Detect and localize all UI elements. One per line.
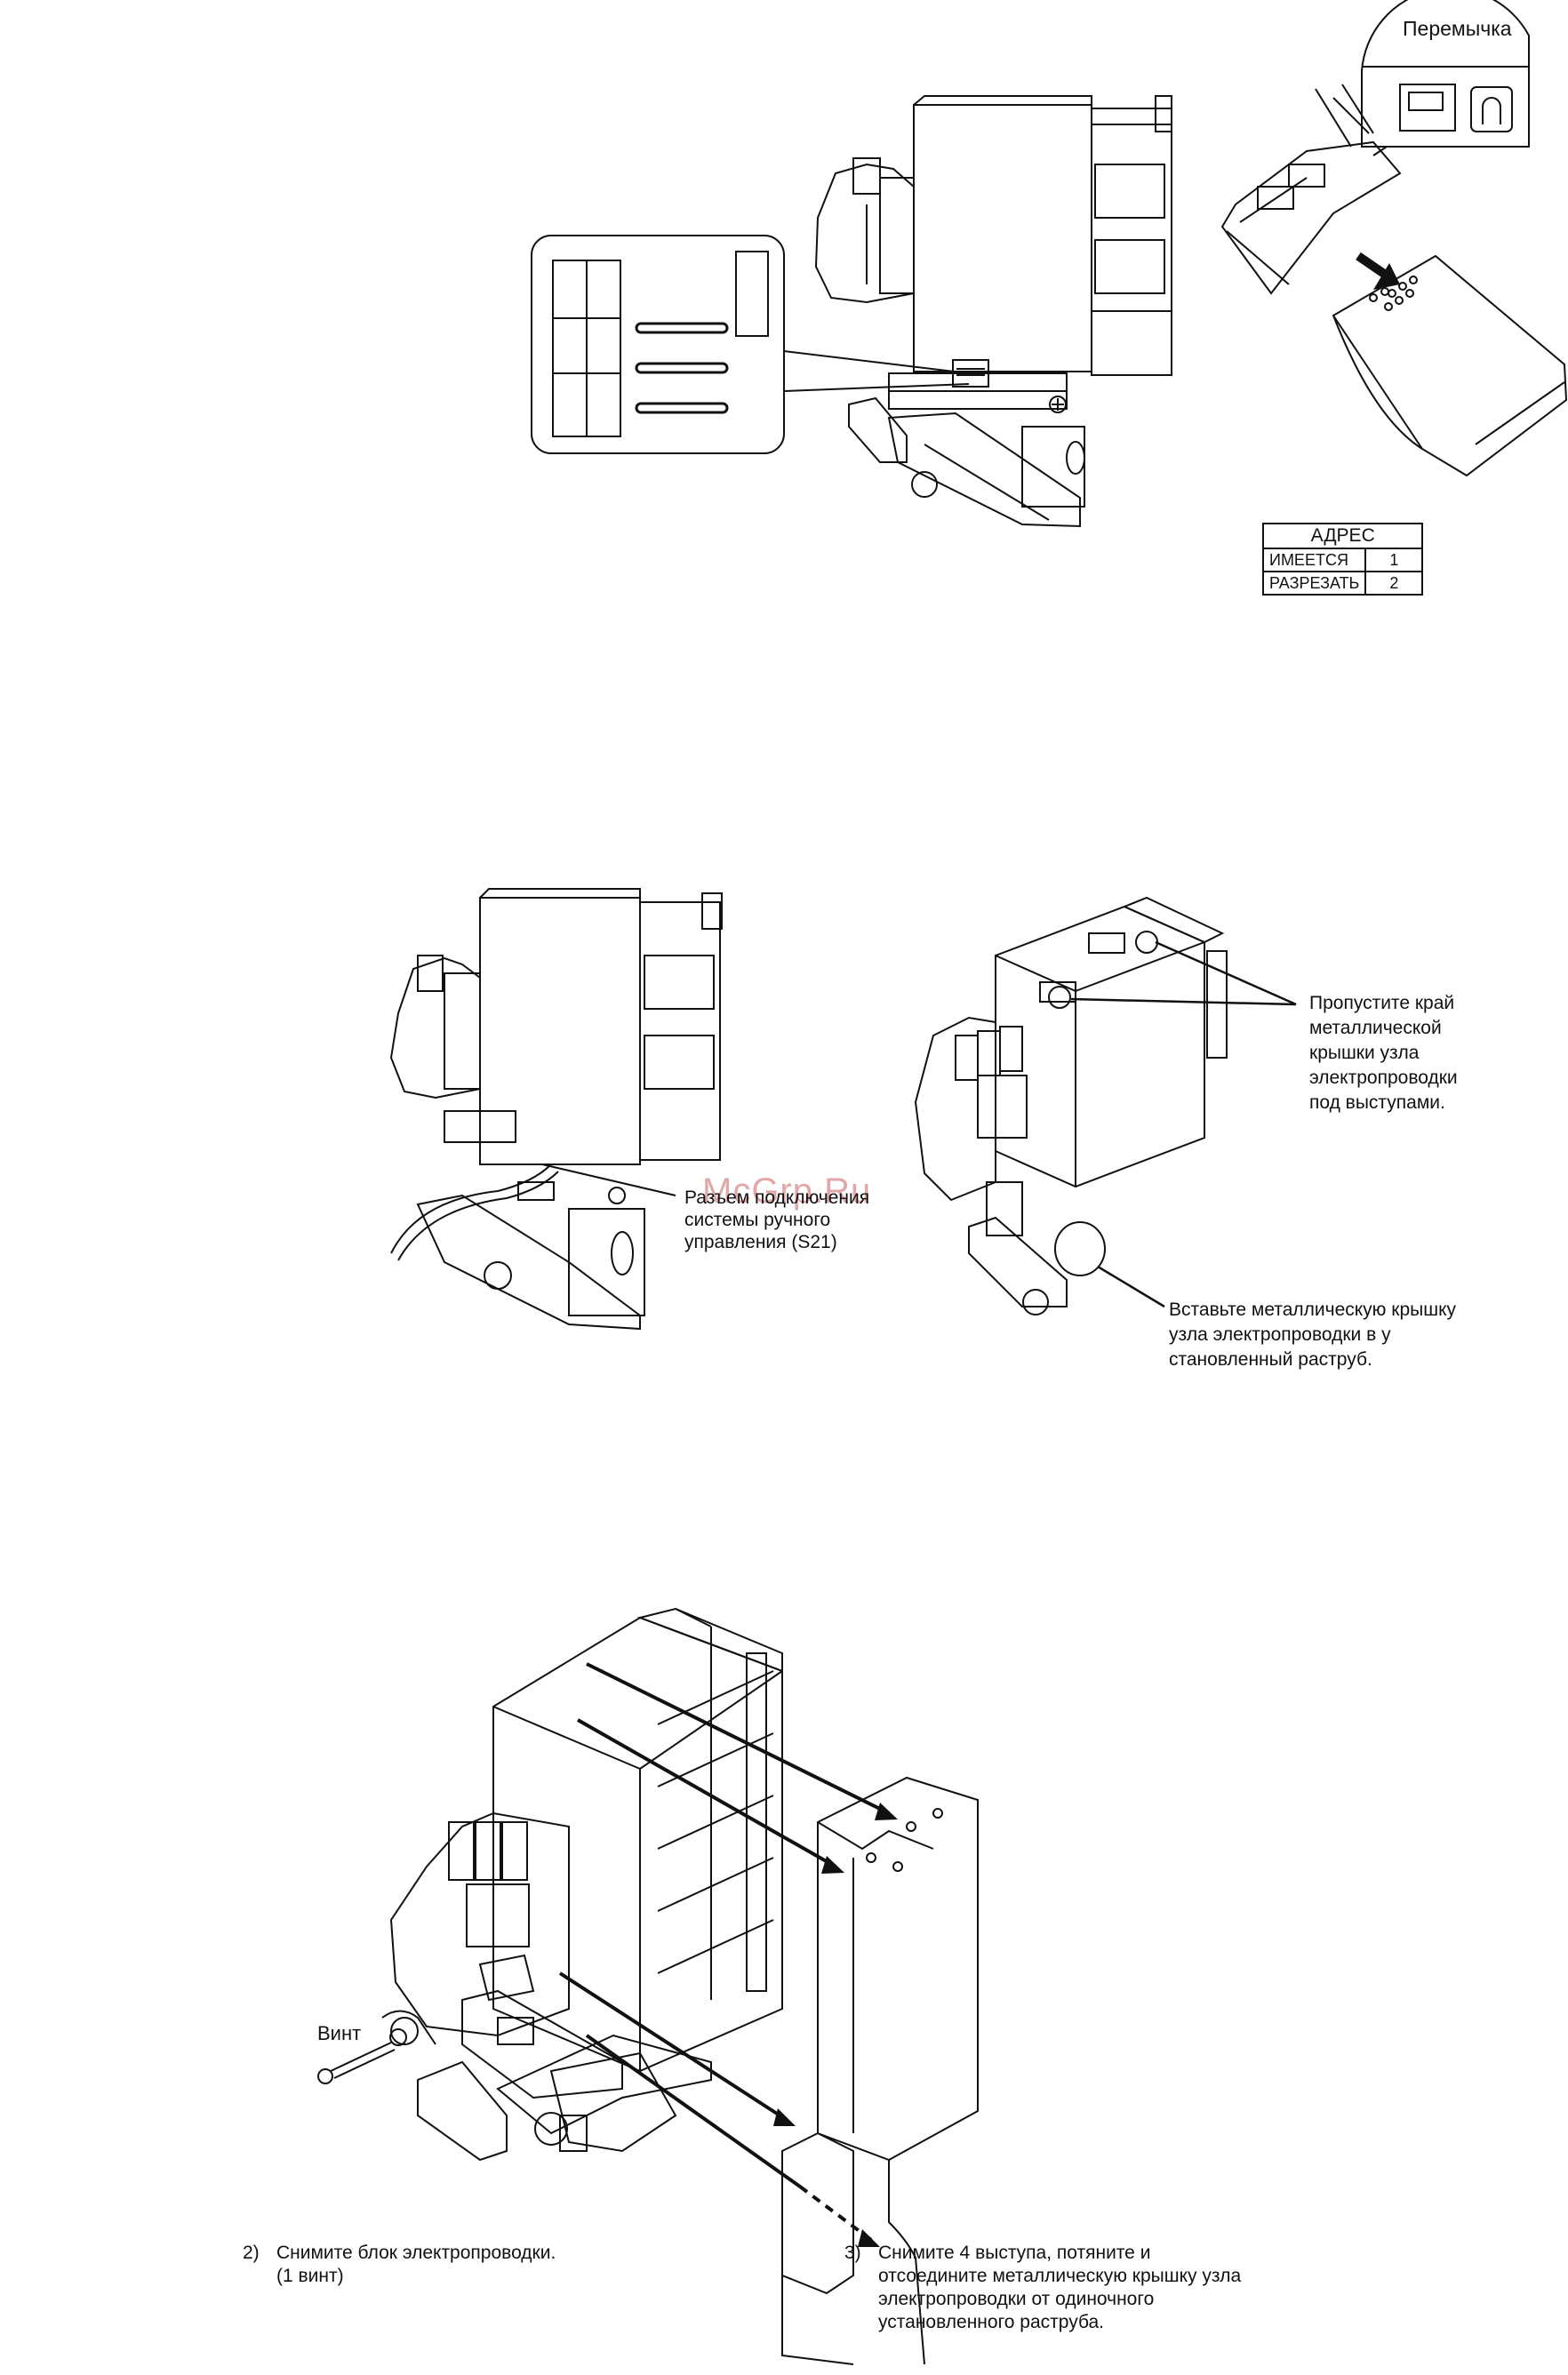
step-number: 2) [243, 2243, 260, 2263]
screw-head [389, 2028, 407, 2046]
step-text: (1 винт) [276, 2266, 344, 2286]
step-text: электропроводки от одиночного [878, 2289, 1155, 2309]
address-row-value: 1 [1364, 548, 1424, 572]
jumper-zoom-circle [1361, 0, 1530, 148]
address-row-label: ИМЕЕТСЯ [1261, 548, 1367, 572]
zoom-callout-box [531, 235, 785, 454]
address-row-label: РАЗРЕЗАТЬ [1261, 571, 1367, 596]
arrows [558, 1662, 890, 2242]
pass-edge-note: Пропустите край металлической крышки узл… [1309, 993, 1458, 1113]
step-text: Снимите блок электропроводки. [276, 2243, 556, 2263]
step-3: 3) Снимите 4 выступа, потяните и отсоедин… [844, 2242, 1241, 2334]
address-table: АДРЕС ИМЕЕТСЯ 1 РАЗРЕЗАТЬ 2 [1261, 523, 1424, 596]
sleeve-circle [1054, 1221, 1106, 1276]
jumper-label: Перемычка [1403, 17, 1512, 40]
step-number: 3) [844, 2243, 861, 2263]
step-text: установленного раструба. [878, 2312, 1105, 2332]
step-text: Снимите 4 выступа, потяните и [878, 2243, 1151, 2263]
step-2: 2) Снимите блок электропроводки. (1 винт) [243, 2242, 556, 2288]
connector-label: Разъем подключения системы ручного управ… [684, 1188, 870, 1252]
watermark: McGrp.Ru [702, 1172, 872, 1211]
remove-arrow [1356, 252, 1400, 290]
insert-cover-note: Вставьте металлическую крышку узла элект… [1169, 1299, 1456, 1370]
address-table-header: АДРЕС [1261, 523, 1424, 549]
address-row-value: 2 [1364, 571, 1424, 596]
step-text: отсоедините металлическую крышку узла [878, 2266, 1242, 2286]
screw-label: Винт [317, 2022, 362, 2044]
